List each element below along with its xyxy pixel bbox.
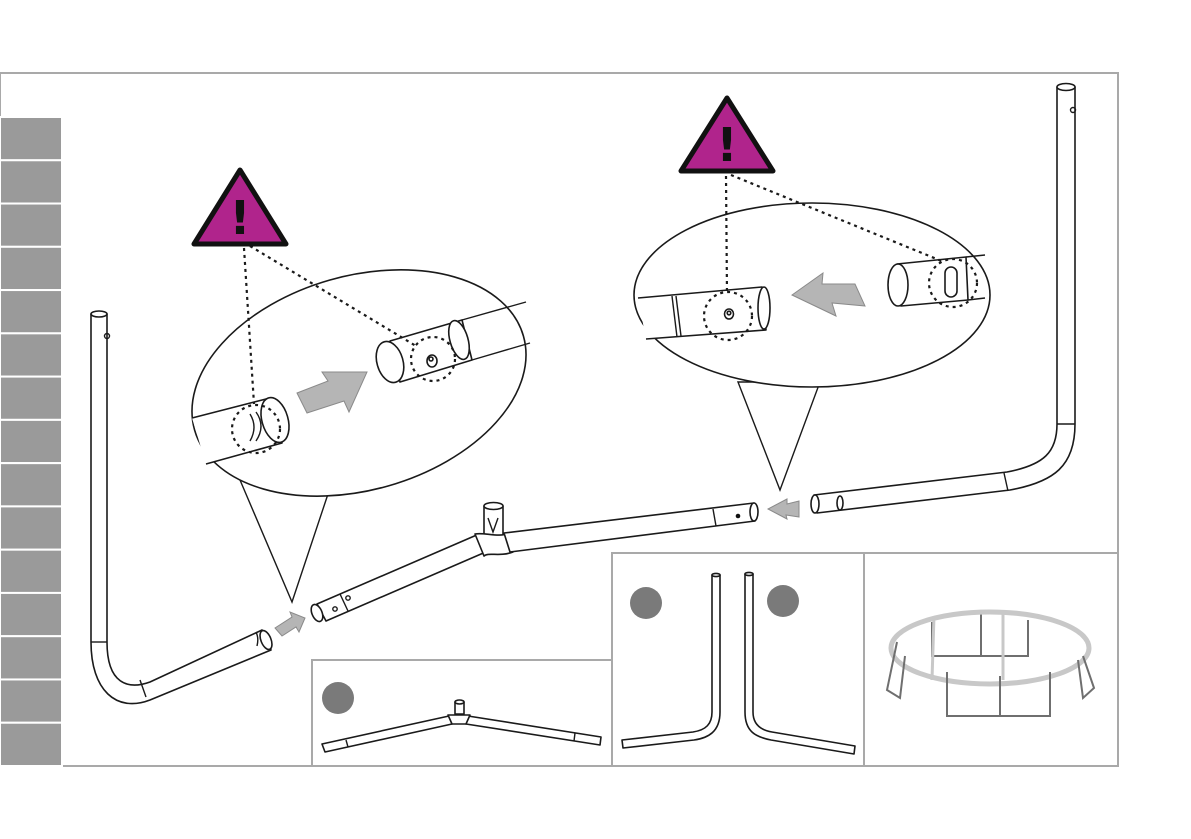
step-dot-icon <box>322 682 354 714</box>
side-tab <box>0 204 62 247</box>
side-tab <box>0 463 62 506</box>
side-tab <box>0 723 62 766</box>
side-tab <box>0 160 62 203</box>
step-panel-t-joint <box>312 660 612 766</box>
side-tab <box>0 247 62 290</box>
result-panel-trampoline-frame <box>864 553 1118 766</box>
side-tab <box>0 290 62 333</box>
side-tab <box>0 420 62 463</box>
side-tab <box>0 377 62 420</box>
side-tab <box>0 333 62 376</box>
side-tab <box>0 679 62 722</box>
side-tab <box>0 593 62 636</box>
side-index-tabs <box>0 117 62 766</box>
side-tab <box>0 506 62 549</box>
warning-right-glyph: ! <box>717 118 738 172</box>
step-dot-icon <box>630 587 662 619</box>
warning-left-glyph: ! <box>230 191 251 245</box>
side-tab <box>0 636 62 679</box>
side-tab <box>0 117 62 160</box>
step-dot-icon <box>767 585 799 617</box>
step-panel-legs <box>612 553 864 766</box>
side-tab <box>0 550 62 593</box>
